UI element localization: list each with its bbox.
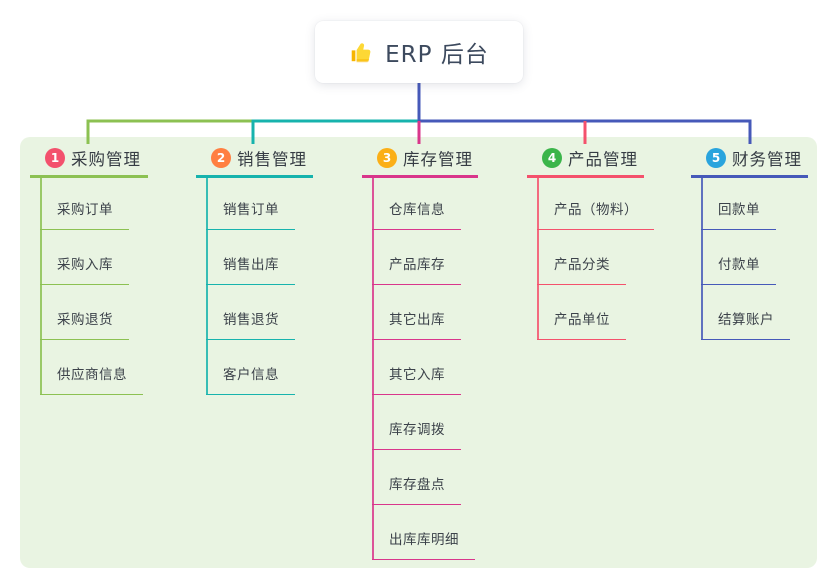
branches-panel: [20, 137, 817, 568]
subtopic-node[interactable]: 销售退货: [206, 311, 295, 340]
subtopic-node[interactable]: 产品库存: [372, 256, 461, 285]
subtopic-node[interactable]: 其它入库: [372, 366, 461, 395]
subtopic-node[interactable]: 回款单: [701, 201, 776, 230]
subtopic-node[interactable]: 仓库信息: [372, 201, 461, 230]
subtopic-node[interactable]: 其它出库: [372, 311, 461, 340]
subtopic-node[interactable]: 销售订单: [206, 201, 295, 230]
subtopic-node[interactable]: 采购订单: [40, 201, 129, 230]
subtopic-node[interactable]: 采购退货: [40, 311, 129, 340]
branch-label: 财务管理: [732, 150, 802, 169]
branch-label: 销售管理: [237, 150, 307, 169]
branch-label: 库存管理: [403, 150, 473, 169]
branch-topic[interactable]: 3 库存管理: [362, 148, 478, 178]
subtopic-node[interactable]: 采购入库: [40, 256, 129, 285]
branch-topic[interactable]: 1 采购管理: [30, 148, 148, 178]
branch-topic[interactable]: 5 财务管理: [691, 148, 808, 178]
branch-trunk-line: [372, 178, 374, 560]
branch-number-badge: 5: [706, 148, 726, 168]
thumbs-up-icon: [351, 43, 371, 63]
subtopic-node[interactable]: 库存盘点: [372, 476, 461, 505]
subtopic-node[interactable]: 出库库明细: [372, 531, 475, 560]
branch-topic[interactable]: 4 产品管理: [527, 148, 644, 178]
branch-trunk-line: [40, 178, 42, 395]
branch-number-badge: 4: [542, 148, 562, 168]
root-label: ERP 后台: [385, 42, 489, 68]
subtopic-node[interactable]: 结算账户: [701, 311, 790, 340]
subtopic-node[interactable]: 库存调拨: [372, 421, 461, 450]
branch-label: 产品管理: [568, 150, 638, 169]
branch-label: 采购管理: [71, 150, 141, 169]
subtopic-node[interactable]: 客户信息: [206, 366, 295, 395]
branch-trunk-line: [206, 178, 208, 395]
subtopic-node[interactable]: 付款单: [701, 256, 776, 285]
branch-number-badge: 1: [45, 148, 65, 168]
subtopic-node[interactable]: 销售出库: [206, 256, 295, 285]
branch-trunk-line: [701, 178, 703, 340]
root-node[interactable]: ERP 后台: [315, 21, 523, 83]
subtopic-node[interactable]: 产品（物料）: [537, 201, 654, 230]
branch-number-badge: 2: [211, 148, 231, 168]
branch-trunk-line: [537, 178, 539, 340]
subtopic-node[interactable]: 产品单位: [537, 311, 626, 340]
subtopic-node[interactable]: 供应商信息: [40, 366, 143, 395]
branch-number-badge: 3: [377, 148, 397, 168]
subtopic-node[interactable]: 产品分类: [537, 256, 626, 285]
branch-topic[interactable]: 2 销售管理: [196, 148, 313, 178]
